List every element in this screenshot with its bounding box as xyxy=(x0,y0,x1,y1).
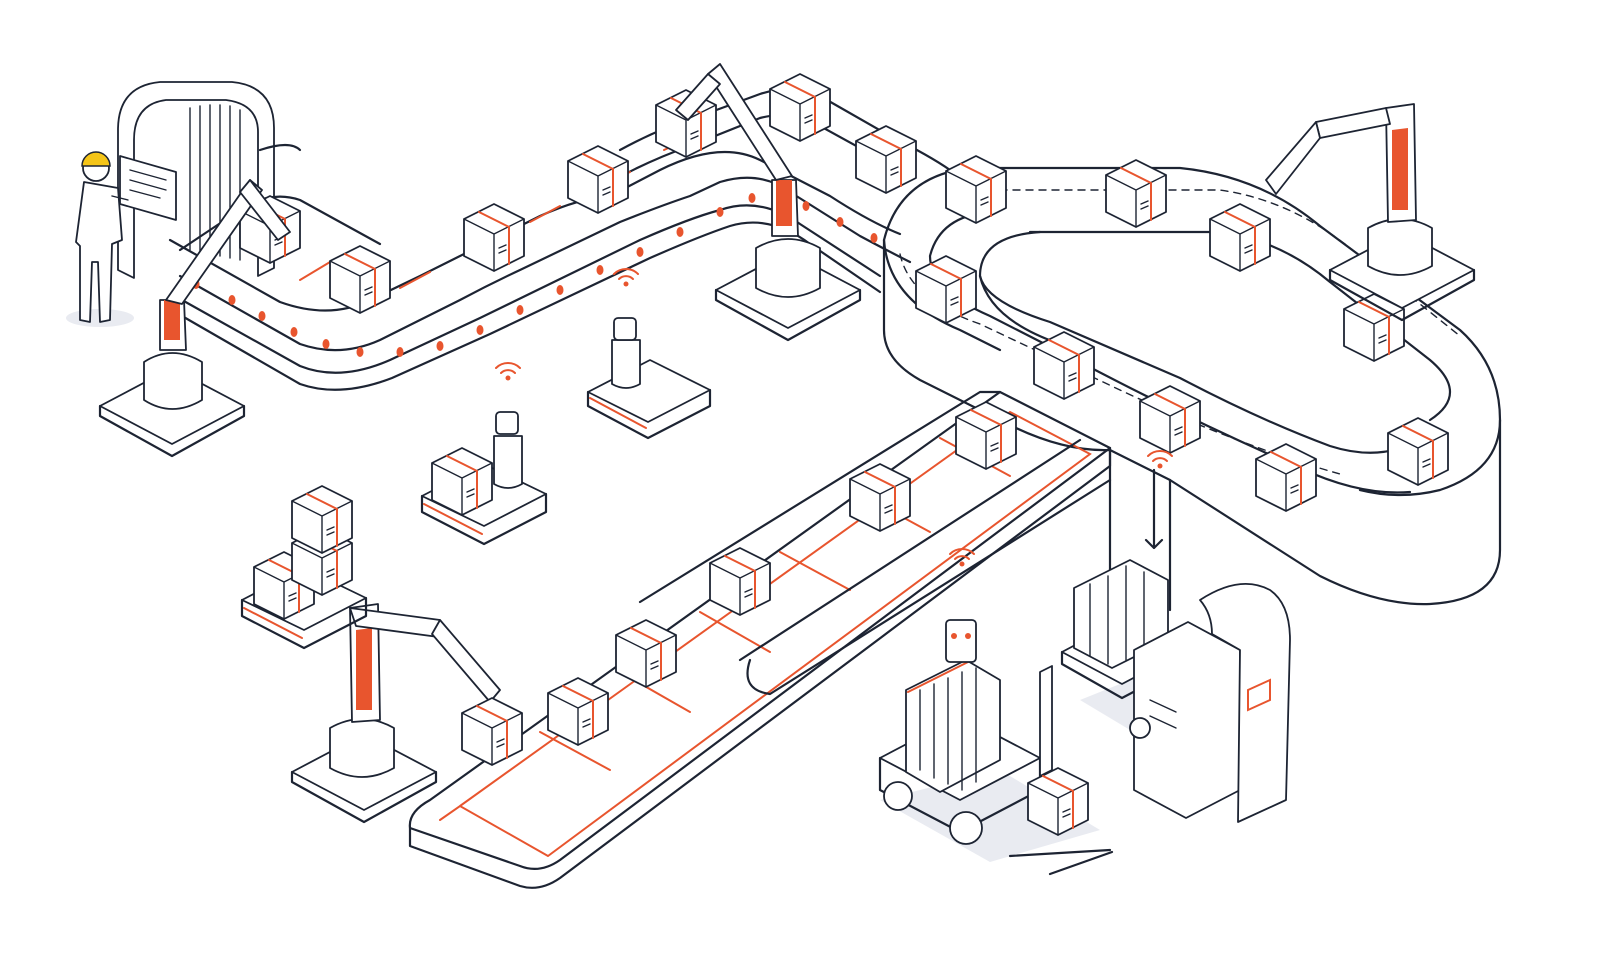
cardboard-box xyxy=(1387,417,1449,486)
packing-machine xyxy=(1060,450,1291,823)
cardboard-box xyxy=(1139,385,1201,454)
cardboard-box xyxy=(329,245,391,314)
cardboard-box xyxy=(855,125,917,194)
cardboard-box xyxy=(547,677,609,746)
cardboard-box xyxy=(915,255,977,324)
cardboard-box xyxy=(615,619,677,688)
robotic-arm xyxy=(98,179,291,458)
control-panel xyxy=(119,155,177,221)
worker xyxy=(75,151,129,323)
cardboard-box xyxy=(955,401,1017,470)
cardboard-box xyxy=(1255,443,1317,512)
cardboard-box xyxy=(1033,331,1095,400)
cardboard-box xyxy=(463,203,525,272)
agv-robot xyxy=(240,485,368,650)
robotic-arm xyxy=(1209,103,1476,322)
hard-hat-icon xyxy=(81,151,111,167)
agv-robot xyxy=(586,268,712,440)
forklift xyxy=(878,548,1114,876)
cardboard-box xyxy=(567,145,629,214)
cardboard-box xyxy=(945,155,1007,224)
conveyor-dots xyxy=(192,193,878,357)
scanner-gate xyxy=(117,81,275,279)
robotic-arm xyxy=(675,63,862,342)
agv-robot xyxy=(420,362,548,546)
cardboard-box xyxy=(849,463,911,532)
ramp-conveyor xyxy=(408,390,1112,889)
robotic-arm xyxy=(290,603,523,824)
cardboard-box xyxy=(709,547,771,616)
cardboard-box xyxy=(769,73,831,142)
cardboard-box xyxy=(1105,159,1167,228)
